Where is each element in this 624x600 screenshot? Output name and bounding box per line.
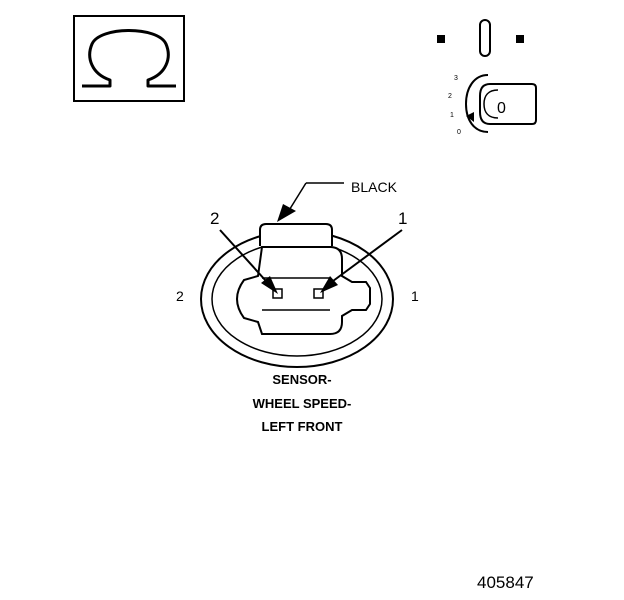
color-callout: BLACK bbox=[277, 179, 398, 222]
caption-line-3: LEFT FRONT bbox=[262, 419, 343, 434]
caption-line-2: WHEEL SPEED- bbox=[253, 396, 352, 411]
key-position-0: 0 bbox=[457, 129, 461, 136]
pin-callout-1: 1 bbox=[398, 209, 407, 228]
callout-leader-diagonal bbox=[287, 182, 307, 213]
connector-body bbox=[200, 223, 394, 368]
connector-color-label: BLACK bbox=[351, 179, 398, 195]
ignition-marker-right bbox=[516, 35, 524, 43]
ohm-icon bbox=[82, 29, 176, 88]
key-pointer-icon bbox=[466, 112, 474, 122]
pin-2-arrowhead bbox=[261, 276, 278, 294]
key-position-1: 1 bbox=[450, 112, 454, 119]
key-head-outline bbox=[464, 74, 489, 133]
caption-line-1: SENSOR- bbox=[272, 372, 331, 387]
terminal-cavity bbox=[236, 246, 371, 335]
ignition-key-icon: 3 2 1 0 0 bbox=[437, 19, 537, 136]
connector-latch-tab bbox=[259, 223, 333, 246]
key-blade-outline bbox=[479, 83, 537, 125]
side-label-2: 2 bbox=[176, 288, 184, 304]
key-position-2: 2 bbox=[448, 93, 452, 100]
key-label: 0 bbox=[497, 100, 506, 117]
figure-number: 405847 bbox=[477, 573, 534, 592]
ignition-slot bbox=[479, 19, 491, 57]
callout-arrowhead bbox=[277, 204, 296, 222]
terminal-pin-1 bbox=[313, 288, 324, 299]
pin-callout-2: 2 bbox=[210, 209, 219, 228]
key-position-3: 3 bbox=[454, 75, 458, 82]
pin-2-leader bbox=[219, 229, 267, 282]
key-inner-outline bbox=[483, 89, 499, 119]
pin-callouts: 2 1 2 1 bbox=[176, 209, 419, 304]
side-label-1: 1 bbox=[411, 288, 419, 304]
ohm-symbol bbox=[73, 15, 185, 102]
ignition-marker-left bbox=[437, 35, 445, 43]
pin-1-arrowhead bbox=[320, 276, 338, 293]
caption: SENSOR- WHEEL SPEED- LEFT FRONT bbox=[253, 372, 352, 434]
pin-1-leader bbox=[332, 229, 403, 282]
